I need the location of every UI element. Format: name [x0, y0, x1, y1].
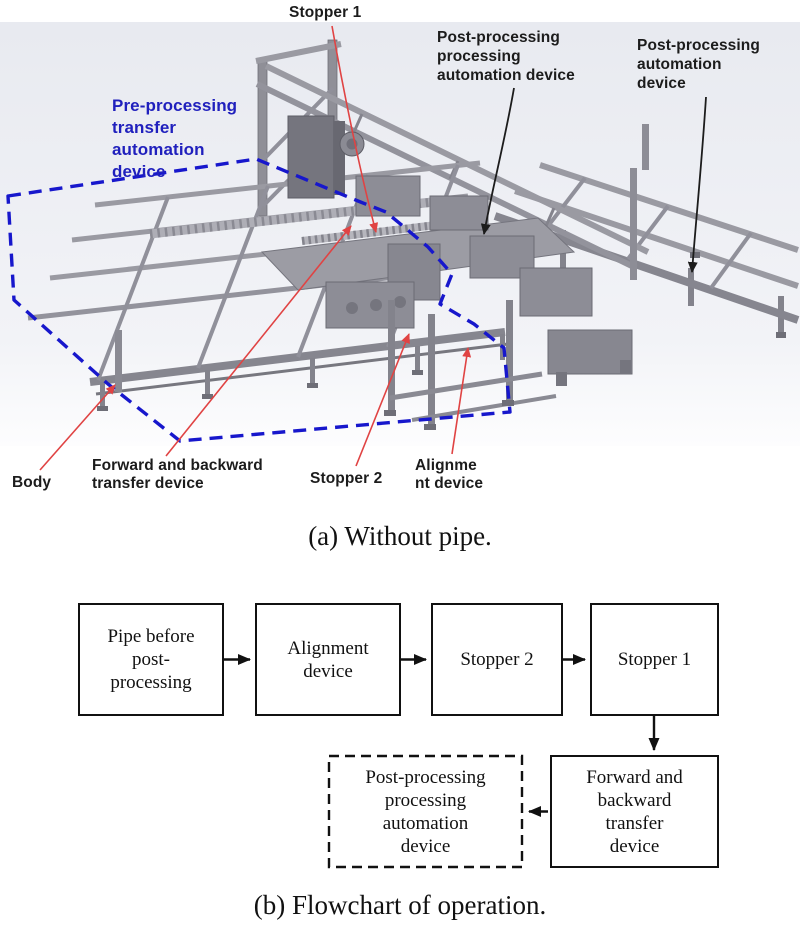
flow-box-alignment-device: Alignment device [255, 603, 401, 716]
flow-box-stopper-2: Stopper 2 [431, 603, 563, 716]
label-body: Body [12, 474, 52, 491]
panel-b-flowchart: Pipe before post- processing Alignment d… [0, 560, 800, 943]
leader-stopper-2 [355, 333, 410, 467]
flowchart-arrows [224, 654, 660, 869]
leader-body [39, 384, 116, 471]
leader-stopper-1 [331, 25, 379, 233]
label-forward-backward: Forward and backward transfer device [92, 457, 263, 492]
caption-a: (a) Without pipe. [308, 521, 492, 551]
flow-connectors [224, 654, 660, 869]
label-post-processing-processing: Post-processing processing automation de… [437, 29, 575, 84]
label-stopper-1: Stopper 1 [289, 4, 362, 21]
central-machinery [260, 115, 633, 430]
pre-processing-region-outline [6, 157, 512, 443]
cad-machine-illustration [0, 22, 800, 471]
dashed-box-border [327, 754, 524, 869]
flow-box-post-processing-device: Post-processing processing automation de… [365, 766, 486, 857]
panel-a-without-pipe: Stopper 1 Post-processing processing aut… [0, 4, 800, 551]
leader-alignment [451, 347, 472, 455]
label-post-processing-automation: Post-processing automation device [637, 37, 760, 92]
label-alignment: Alignme nt device [415, 457, 484, 492]
leader-post-processing-automation [687, 96, 707, 273]
leader-post-processing-processing [480, 87, 515, 235]
leader-forward-backward [165, 225, 352, 457]
leader-lines [39, 25, 707, 471]
flow-box-forward-backward-device: Forward and backward transfer device [550, 755, 719, 868]
flow-box-pipe-before-post-processing: Pipe before post- processing [78, 603, 224, 716]
label-stopper-2: Stopper 2 [310, 470, 383, 487]
gantry-frame [255, 39, 650, 280]
flow-box-stopper-1: Stopper 1 [590, 603, 719, 716]
caption-b: (b) Flowchart of operation. [253, 890, 547, 920]
label-pre-processing-transfer: Pre-processing transfer automation devic… [112, 96, 238, 181]
